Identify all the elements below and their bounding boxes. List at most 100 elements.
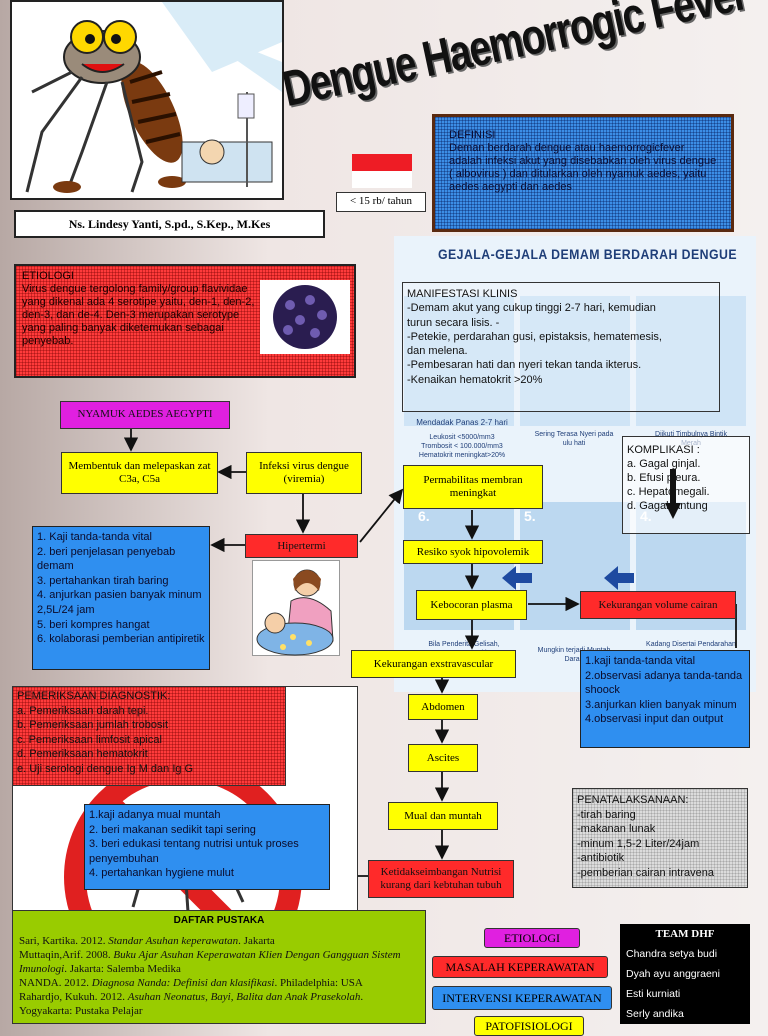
komplikasi-item: c. Hepatomegali. [627,486,710,498]
flow-abdomen: Abdomen [408,694,478,720]
flow-membentuk: Membentuk dan melepaskan zat C3a, C5a [61,452,218,494]
definisi-panel: DEFINISI Deman berdarah dengue atau haem… [432,114,734,232]
team-member: Serly andika [626,1008,684,1020]
intervensi-item: 4. pertahankan hygiene mulut [89,867,234,880]
manifestasi-panel: MANIFESTASI KLINIS -Demam akut yang cuku… [402,282,720,412]
pustaka-entry: Yogyakarta: Pustaka Pelajar [19,1005,143,1017]
intervensi-item: 4.observasi input dan output [585,713,724,726]
penatalaksanaan-item: -pemberian cairan intravena [577,866,714,879]
flow-hipertermi: Hipertermi [245,534,358,558]
komplikasi-item: d. Gagal jantung [627,500,708,512]
legend-masalah: MASALAH KEPERAWATAN [432,956,608,978]
manifestasi-line: -Petekie, perdarahan gusi, epistaksis, h… [407,330,662,343]
arrow-down-icon [665,469,681,519]
penatalaksanaan-heading: PENATALAKSANAAN: [577,794,689,806]
intervensi-item: 4. anjurkan pasien banyak minum 2,5L/24 … [37,589,205,616]
team-member: Chandra setya budi [626,948,718,960]
flow-resiko: Resiko syok hipovolemik [403,540,543,564]
manifestasi-line: dan melena. [407,345,468,358]
arrow-left-icon [502,566,532,590]
manifestasi-line: -Kenaikan hematokrit >20% [407,373,543,386]
intervensi-item: 1. Kaji tanda-tanda vital [37,531,152,543]
intervensi-item: 3. pertahankan tirah baring [37,574,169,587]
diagnostik-panel: PEMERIKSAAN DIAGNOSTIK: a. Pemeriksaan d… [12,686,286,786]
manifestasi-line: -Pembesaran hati dan nyeri tekan tanda i… [407,359,642,372]
intervensi-item: 2. beri makanan sedikit tapi sering [89,823,256,836]
flow-permeabilitas: Permabilitas membran meningkat [403,465,543,509]
intervensi-item: 6. kolaborasi pemberian antipiretik [37,633,205,646]
poster-num-6: 6. [418,508,430,524]
penatalaksanaan-item: -antibiotik [577,852,625,864]
diagnostik-item: e. Uji serologi dengue Ig M dan Ig G [17,762,194,775]
legend-intervensi: INTERVENSI KEPERAWATAN [432,986,612,1010]
intervensi-hipertermi-panel: 1. Kaji tanda-tanda vital 2. beri penjel… [32,526,210,670]
mother-child-illustration [252,560,340,656]
intervensi-item: 5. beri kompres hangat [37,618,150,631]
komplikasi-item: a. Gagal ginjal. [627,458,701,470]
definisi-text: Deman berdarah dengue atau haemorrogicfe… [449,142,717,193]
diagnostik-item: d. Pemeriksaan hematokrit [17,748,148,760]
penatalaksanaan-item: -makanan lunak [577,823,656,835]
virus-image [260,280,350,354]
intervensi-item: 3. beri edukasi tentang nutrisi untuk pr… [89,838,302,865]
page-title: Dengue Haemorrogic Fever [277,0,751,118]
penatalaksanaan-item: -tirah baring [577,808,636,821]
diagnostik-item: a. Pemeriksaan darah tepi. [17,704,149,717]
flow-nyamuk: NYAMUK AEDES AEGYPTI [60,401,230,429]
arrow-left-icon [604,566,634,590]
poster-num-5: 5. [524,508,536,524]
komplikasi-heading: KOMPLIKASI : [627,444,700,456]
legend-patofisiologi: PATOFISIOLOGI [474,1016,584,1036]
mosquito-cartoon-icon [25,2,282,193]
poster-panel1: Mendadak Panas 2-7 hari Leukosit <5000/m… [416,418,508,459]
virus-icon [273,285,337,349]
poster-title: GEJALA-GEJALA DEMAM BERDARAH DENGUE [438,246,738,262]
indonesia-flag-icon [352,154,412,188]
flow-kebocoran: Kebocoran plasma [416,590,527,620]
intervensi-item: 2.observasi adanya tanda-tanda shoock [585,669,746,697]
caring-mother-icon [256,569,334,656]
etiologi-panel: ETIOLOGI Virus dengue tergolong family/g… [14,264,356,378]
mosquito-illustration [10,0,284,200]
flow-mual: Mual dan muntah [388,802,498,830]
team-panel: TEAM DHF Chandra setya budi Dyah ayu ang… [620,924,750,1024]
pustaka-heading: DAFTAR PUSTAKA [173,915,265,926]
team-member: Esti kurniati [626,988,681,1000]
diagnostik-item: c. Pemeriksaan limfosit apical [17,733,162,746]
team-heading: TEAM DHF [655,928,715,940]
team-member: Dyah ayu anggraeni [626,968,720,980]
manifestasi-line: turun secara lisis. - [407,316,500,329]
manifestasi-heading: MANIFESTASI KLINIS [407,288,518,300]
intervensi-nutrisi-panel: 1.kaji adanya mual muntah 2. beri makana… [84,804,330,890]
etiologi-text: Virus dengue tergolong family/group flav… [22,283,255,347]
penatalaksanaan-item: -minum 1,5-2 Liter/24jam [577,837,700,850]
intervensi-item: 3.anjurkan klien banyak minum [585,698,737,711]
diagnostik-item: b. Pemeriksaan jumlah trobosit [17,719,169,731]
definisi-heading: DEFINISI [449,129,496,141]
flow-kekurangan-cairan: Kekurangan volume cairan [580,591,736,619]
flow-extravascular: Kekurangan exstravascular [351,650,516,678]
manifestasi-line: -Demam akut yang cukup tinggi 2-7 hari, … [407,302,656,315]
etiologi-heading: ETIOLOGI [22,270,74,282]
pustaka-entry: Muttaqin,Arif. 2008. Buku Ajar Asuhan Ke… [19,949,401,975]
flow-infeksi: Infeksi virus dengue (viremia) [246,452,362,494]
poster-bottom2: Mungkin terjadi Muntah Darah [537,647,611,663]
legend-etiologi: ETIOLOGI [484,928,580,948]
intervensi-item: 1.kaji tanda-tanda vital [585,655,696,667]
incidence-label: < 15 rb/ tahun [336,192,426,212]
flow-ascites: Ascites [408,744,478,772]
poster-panel2: Sering Terasa Nyeri pada ulu hati [534,431,614,447]
intervensi-item: 2. beri penjelasan penyebab demam [37,545,179,573]
pustaka-entry: Rahardjo, Kukuh. 2012. Asuhan Neonatus, … [19,991,364,1003]
intervensi-item: 1.kaji adanya mual muntah [89,809,221,821]
komplikasi-panel: KOMPLIKASI : a. Gagal ginjal. b. Efusi p… [622,436,750,534]
diagnostik-heading: PEMERIKSAAN DIAGNOSTIK: [17,690,171,702]
pustaka-entry: Sari, Kartika. 2012. Standar Asuhan kepe… [19,935,275,947]
komplikasi-item: b. Efusi pleura. [627,472,701,484]
author-label: Ns. Lindesy Yanti, S.pd., S.Kep., M.Kes [14,210,325,238]
pustaka-entry: NANDA. 2012. Diagnosa Nanda: Definisi da… [19,977,363,989]
intervensi-cairan-panel: 1.kaji tanda-tanda vital 2.observasi ada… [580,650,750,748]
flow-nutrisi: Ketidakseimbangan Nutrisi kurang dari ke… [368,860,514,898]
penatalaksanaan-panel: PENATALAKSANAAN: -tirah baring -makanan … [572,788,748,888]
daftar-pustaka-panel: DAFTAR PUSTAKA Sari, Kartika. 2012. Stan… [12,910,426,1024]
